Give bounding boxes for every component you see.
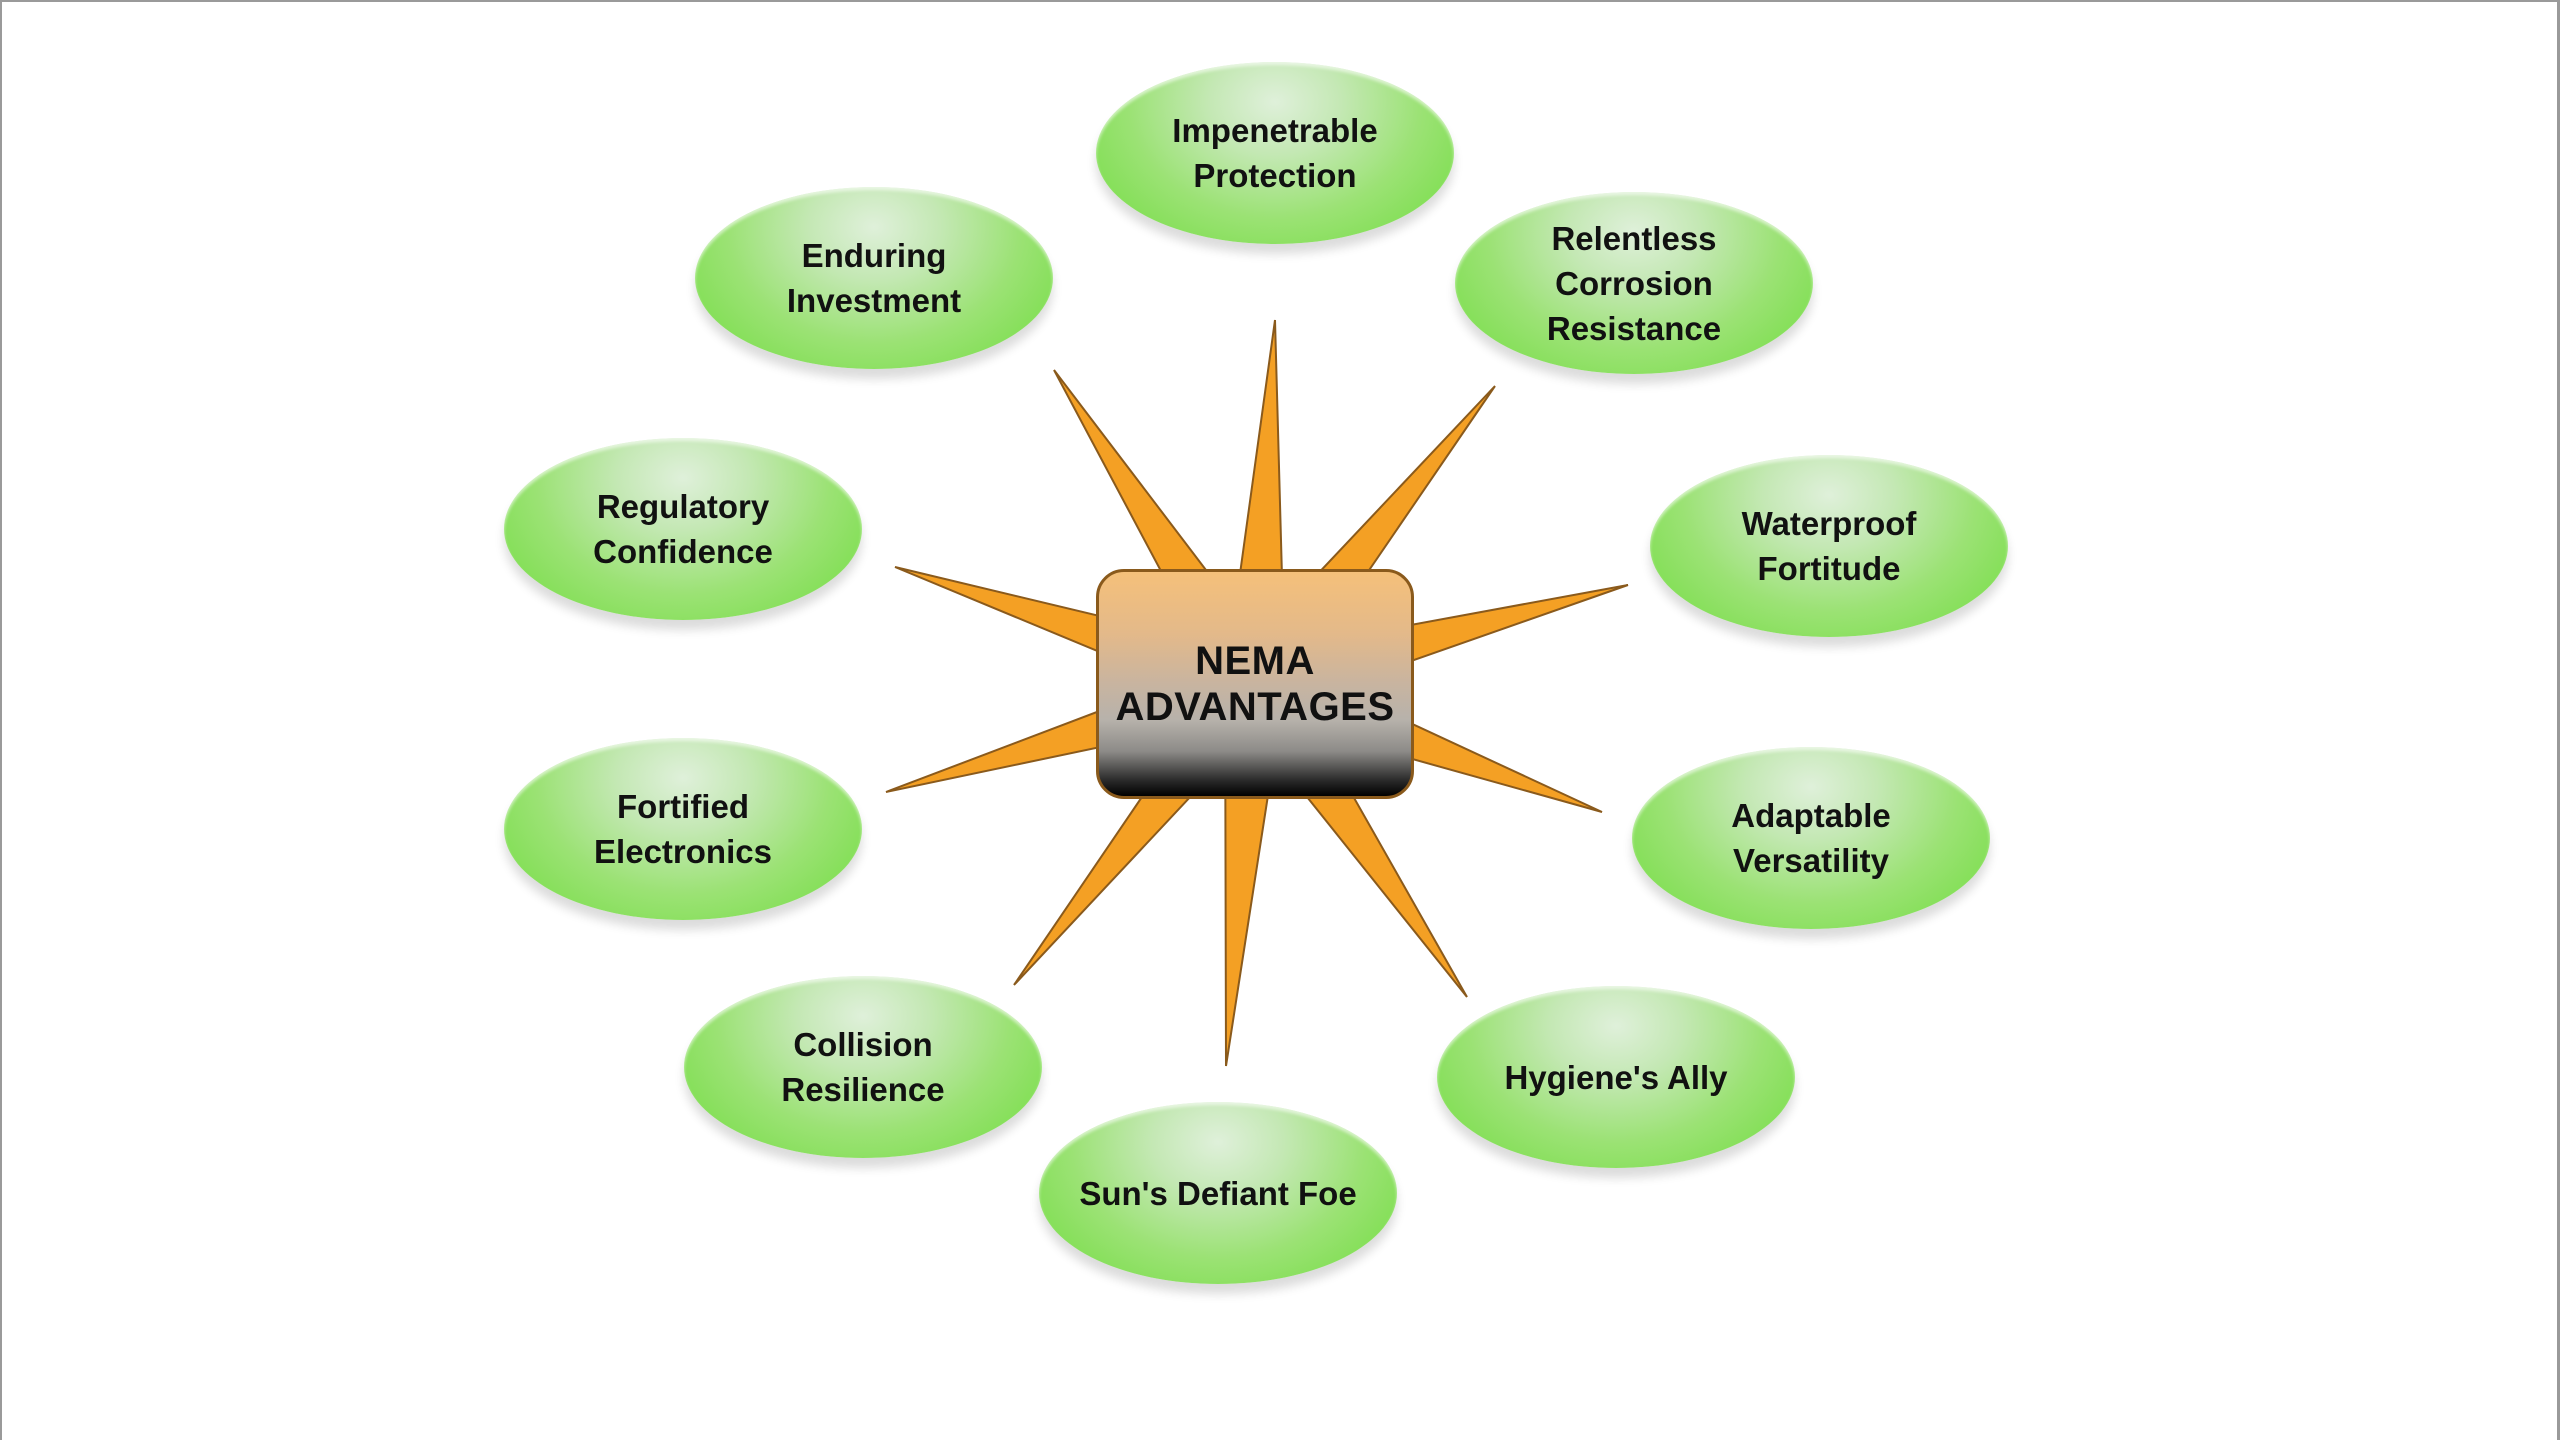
hub-title-line-1: NEMA (1195, 639, 1315, 683)
advantage-bubble-enduring-investment: Enduring Investment (695, 187, 1053, 369)
advantage-label: Collision Resilience (781, 1026, 945, 1108)
advantage-bubble-collision-resilience: Collision Resilience (684, 976, 1042, 1158)
advantage-bubble-suns-defiant-foe: Sun's Defiant Foe (1039, 1102, 1397, 1284)
advantage-bubble-regulatory-confidence: Regulatory Confidence (504, 438, 862, 620)
advantage-bubble-impenetrable-protection: Impenetrable Protection (1096, 62, 1454, 244)
advantage-label: Impenetrable Protection (1172, 112, 1378, 194)
hub-box: NEMA ADVANTAGES (1096, 569, 1414, 799)
advantage-label: Enduring Investment (786, 237, 962, 319)
advantage-bubble-relentless-corrosion-resistance: Relentless Corrosion Resistance (1455, 192, 1813, 374)
advantage-bubble-hygienes-ally: Hygiene's Ally (1437, 986, 1795, 1168)
hub-title-line-2: ADVANTAGES (1115, 685, 1395, 729)
advantage-label: Fortified Electronics (594, 788, 772, 870)
advantage-label: Adaptable Versatility (1731, 797, 1891, 879)
hub-title: NEMA ADVANTAGES (1115, 638, 1394, 730)
advantage-label: Regulatory Confidence (593, 488, 773, 570)
advantage-label: Relentless Corrosion Resistance (1546, 219, 1722, 347)
advantage-bubble-waterproof-fortitude: Waterproof Fortitude (1650, 455, 2008, 637)
advantage-bubble-fortified-electronics: Fortified Electronics (504, 738, 862, 920)
advantage-label: Sun's Defiant Foe (1079, 1174, 1357, 1212)
advantage-label: Hygiene's Ally (1504, 1058, 1728, 1096)
advantage-label: Waterproof Fortitude (1741, 505, 1917, 587)
advantage-bubble-adaptable-versatility: Adaptable Versatility (1632, 747, 1990, 929)
